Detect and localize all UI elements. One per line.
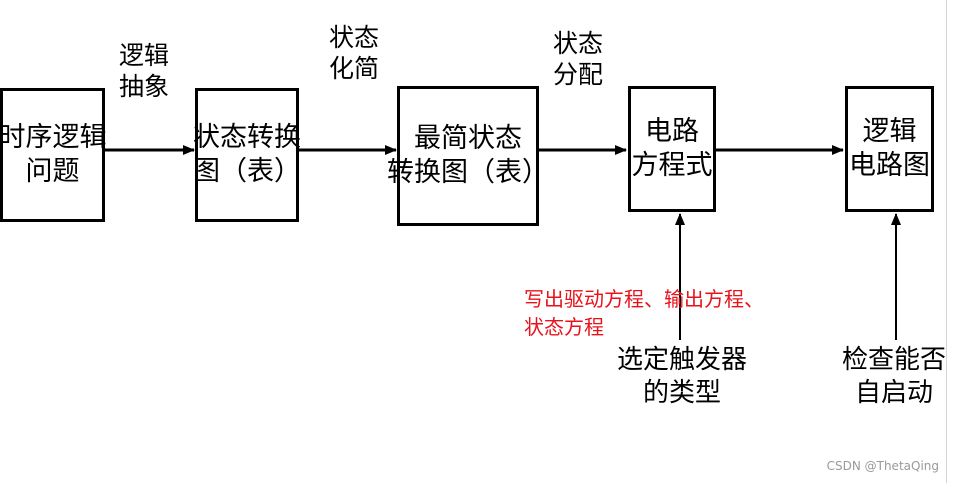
box-text: 电路 (645, 116, 699, 148)
box-text: 问题 (25, 156, 80, 187)
box-text: 转换图（表） (387, 157, 549, 188)
label-select-flipflop-type: 选定触发器 的类型 (612, 344, 752, 409)
box-sequential-logic-problem: 时序逻辑 问题 (0, 88, 107, 222)
label-text: 逻辑 (118, 41, 169, 70)
right-edge-line (946, 0, 947, 483)
label-text: 化简 (328, 54, 379, 84)
watermark: CSDN @ThetaQing (826, 459, 939, 473)
label-text: 自启动 (854, 377, 933, 408)
box-text: 电路图 (849, 150, 930, 181)
note-text: 状态方程 (524, 315, 604, 339)
label-text: 状态 (552, 29, 603, 58)
box-minimal-state-diagram: 最简状态 转换图（表） (387, 86, 549, 226)
label-text: 抽象 (118, 72, 169, 102)
box-text: 状态转换 (193, 122, 301, 154)
box-text: 图（表） (193, 156, 301, 187)
label-text: 状态 (328, 23, 379, 52)
box-circuit-equations: 电路 方程式 (628, 86, 716, 212)
label-text: 选定触发器 (616, 345, 747, 375)
label-text: 分配 (552, 60, 603, 90)
box-text: 方程式 (631, 150, 713, 181)
label-text: 的类型 (642, 377, 721, 408)
note-text: 写出驱动方程、输出方程、 (524, 287, 764, 311)
box-logic-circuit-diagram: 逻辑 电路图 (845, 86, 934, 212)
label-check-self-start: 检查能否 自启动 (838, 344, 950, 409)
label-state-reduction: 状态 化简 (322, 22, 386, 85)
note-write-equations: 写出驱动方程、输出方程、 状态方程 (524, 285, 764, 341)
label-logic-abstraction: 逻辑 抽象 (112, 40, 176, 103)
box-text: 最简状态 (414, 123, 522, 155)
label-text: 检查能否 (841, 345, 946, 375)
box-text: 逻辑 (862, 116, 917, 148)
box-state-transition-diagram: 状态转换 图（表） (193, 88, 301, 222)
box-text: 时序逻辑 (0, 122, 107, 154)
label-state-assignment: 状态 分配 (546, 28, 610, 91)
